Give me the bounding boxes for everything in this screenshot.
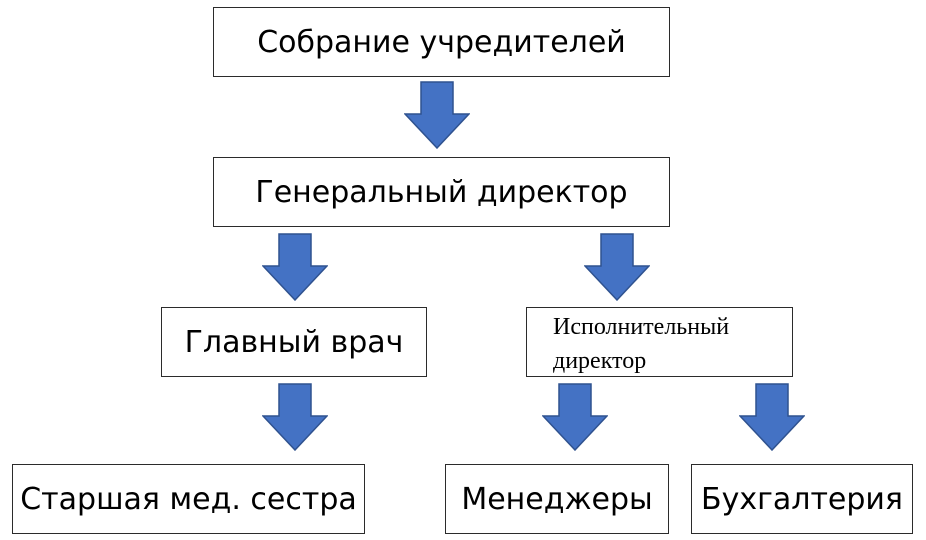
arrow-ceo-to-exec-director <box>584 233 650 301</box>
arrow-exec-director-to-managers <box>542 383 608 451</box>
node-accounting: Бухгалтерия <box>691 464 913 534</box>
node-chief-doctor-label: Главный врач <box>184 324 404 360</box>
arrow-exec-director-to-accounting <box>739 383 805 451</box>
node-chief-doctor: Главный врач <box>161 307 427 377</box>
node-senior-nurse: Старшая мед. сестра <box>12 464 365 534</box>
node-accounting-label: Бухгалтерия <box>701 481 903 517</box>
node-ceo-label: Генеральный директор <box>255 174 628 210</box>
arrow-chief-doctor-to-senior-nurse <box>262 383 328 451</box>
node-founders: Собрание учредителей <box>213 7 670 77</box>
node-senior-nurse-label: Старшая мед. сестра <box>20 481 357 517</box>
arrow-founders-to-ceo <box>404 81 470 149</box>
node-ceo: Генеральный директор <box>213 157 670 227</box>
arrow-ceo-to-chief-doctor <box>262 233 328 301</box>
node-founders-label: Собрание учредителей <box>257 24 626 60</box>
node-exec-director-label: Исполнительный директор <box>553 314 730 374</box>
node-exec-director: Исполнительный директор <box>526 307 793 377</box>
node-managers: Менеджеры <box>445 464 669 534</box>
node-managers-label: Менеджеры <box>461 481 653 517</box>
